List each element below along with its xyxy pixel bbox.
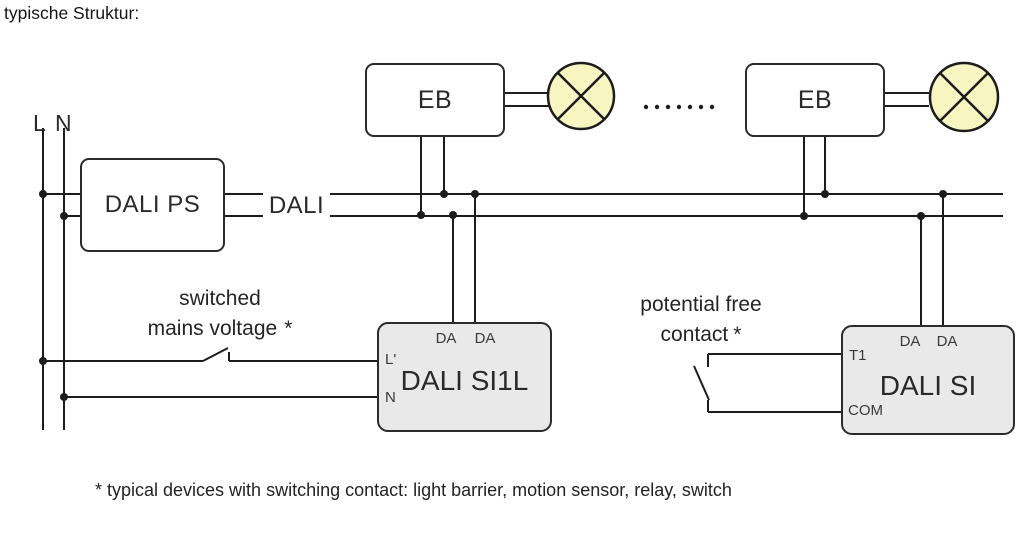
potential-free-line1: potential free	[640, 293, 762, 316]
lamp-icon	[928, 61, 1000, 133]
eb-box-left: EB	[365, 63, 505, 137]
switched-mains-annotation: switched mains voltage *	[110, 284, 330, 344]
potential-free-asterisk: *	[733, 323, 742, 346]
potential-free-line2: contact	[660, 323, 729, 346]
dali-bus-lines	[225, 193, 1003, 217]
si1l-terminal-da1: DA	[435, 330, 457, 347]
si-terminal-da2: DA	[936, 333, 958, 350]
si1l-terminal-n: N	[385, 389, 396, 406]
si1l-terminal-da2: DA	[474, 330, 496, 347]
mains-l-label: L	[33, 110, 46, 136]
switched-mains-asterisk: *	[284, 317, 293, 340]
potential-free-annotation: potential free contact*	[591, 290, 811, 350]
si1l-bus-risers	[452, 194, 476, 322]
footnote: * typical devices with switching contact…	[95, 480, 732, 500]
eb1-lamp-connector	[505, 92, 549, 107]
eb2-bus-drops	[803, 137, 826, 216]
dali-si1l-label: DALI SI1L	[400, 365, 529, 396]
contact-symbol-right	[693, 353, 841, 413]
mains-to-ps-wires	[43, 193, 80, 217]
si-terminal-com: COM	[848, 402, 883, 419]
junction-dots	[39, 190, 947, 401]
bus-continuation-dots	[643, 104, 715, 110]
dali-ps-label: DALI PS	[104, 191, 201, 218]
si1l-terminal-l: L'	[385, 351, 397, 368]
mains-vertical-lines	[42, 128, 65, 430]
si-terminal-t1: T1	[849, 347, 867, 364]
dali-si1l-box: DA DA L' N DALI SI1L	[377, 322, 552, 432]
lamp-icon	[546, 61, 616, 131]
eb-right-label: EB	[797, 85, 833, 114]
page-title: typische Struktur:	[4, 3, 140, 23]
dali-si-box: DA DA T1 COM DALI SI	[841, 325, 1015, 435]
switch-symbol-left	[43, 347, 377, 398]
dali-si-label: DALI SI	[879, 370, 977, 401]
eb1-bus-drops	[420, 137, 445, 215]
dali-ps-box: DALI PS	[80, 158, 225, 252]
eb2-lamp-connector	[885, 92, 929, 107]
mains-n-label: N	[55, 110, 72, 136]
si-terminal-da1: DA	[899, 333, 921, 350]
switched-mains-line1: switched	[179, 287, 261, 310]
si-bus-risers	[920, 194, 944, 326]
switched-mains-line2: mains voltage	[147, 317, 278, 340]
dali-bus-label: DALI	[268, 192, 325, 219]
eb-left-label: EB	[417, 85, 453, 114]
eb-box-right: EB	[745, 63, 885, 137]
